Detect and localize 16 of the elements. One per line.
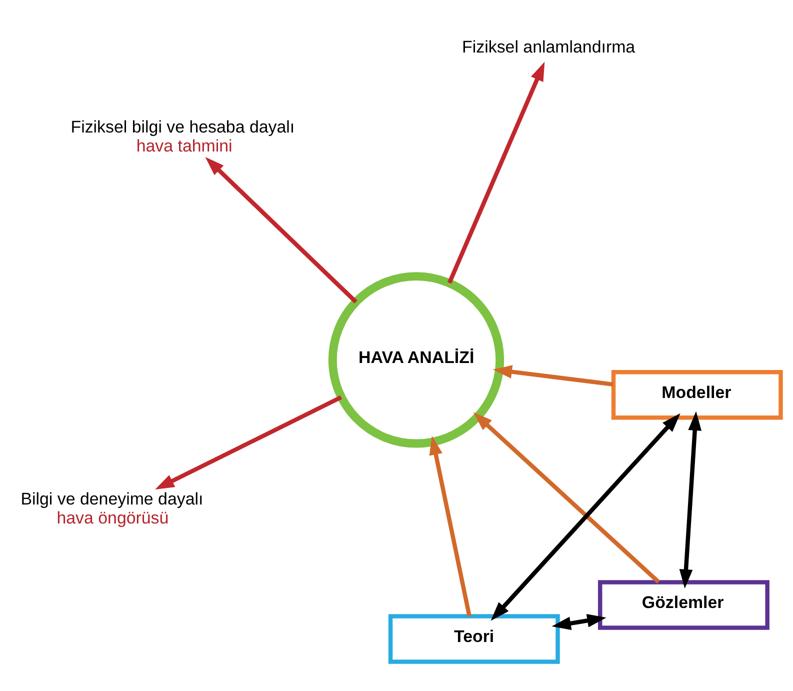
node-text: Fiziksel anlamlandırma bbox=[462, 37, 636, 56]
arrow bbox=[205, 157, 358, 304]
arrow bbox=[447, 62, 545, 284]
arrow bbox=[473, 412, 660, 584]
node-text: Fiziksel bilgi ve hesaba dayalı hava tahmini bbox=[70, 118, 295, 156]
arrow bbox=[679, 411, 702, 589]
node-box: Modeller bbox=[611, 370, 783, 420]
arrow bbox=[155, 395, 342, 490]
arrow bbox=[490, 413, 680, 621]
node-circle: HAVA ANALİZİ bbox=[328, 272, 504, 448]
node-box: Teori bbox=[388, 614, 560, 664]
node-text: Bilgi ve deneyime dayalı hava öngörüsü bbox=[20, 489, 204, 528]
arrow bbox=[429, 436, 472, 617]
node-box: Gözlemler bbox=[598, 580, 770, 630]
arrow bbox=[552, 614, 606, 630]
arrow bbox=[492, 365, 614, 387]
